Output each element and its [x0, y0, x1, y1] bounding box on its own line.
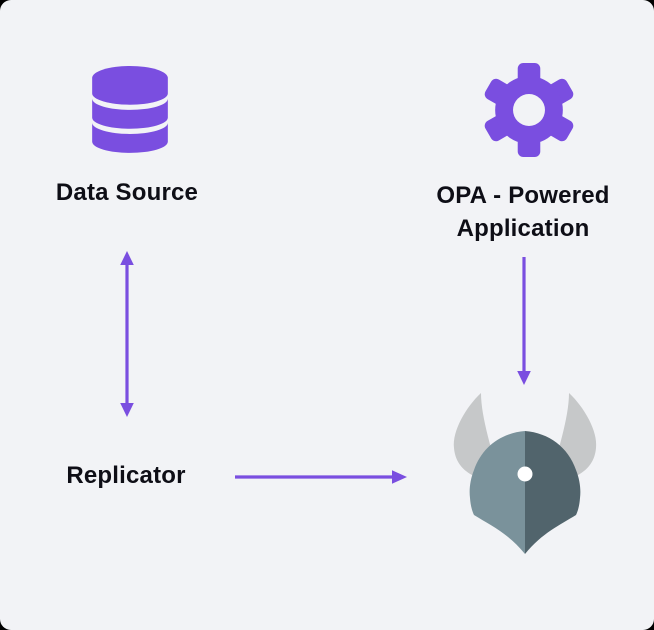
database-icon	[92, 66, 168, 153]
opa-app-label-line2: Application	[456, 215, 590, 242]
opa-app-label: OPA - Powered Application	[423, 179, 623, 245]
opa-app-label-line1: OPA - Powered	[436, 182, 610, 209]
replicator-label: Replicator	[66, 462, 186, 489]
right-arrow-icon	[235, 470, 407, 484]
data-source-label: Data Source	[55, 179, 199, 206]
opa-helmet-logo-icon	[453, 393, 597, 554]
bidirectional-arrow-icon	[120, 251, 134, 417]
down-arrow-icon	[517, 257, 531, 385]
gear-icon	[484, 63, 574, 157]
helmet-dot	[517, 466, 533, 482]
